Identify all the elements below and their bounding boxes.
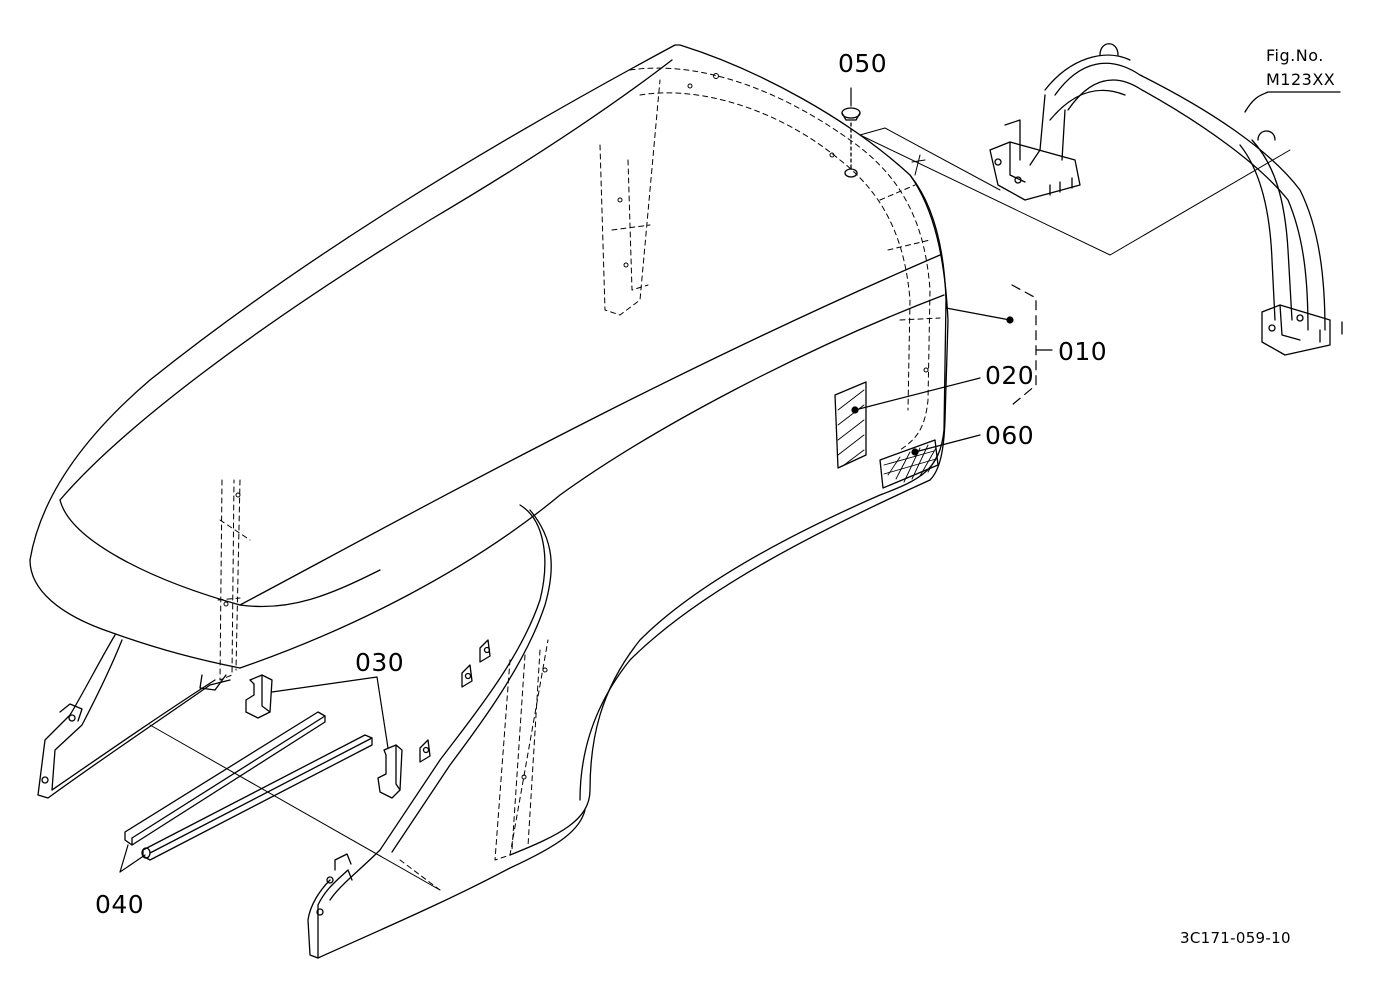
label-060-sticker: [879, 439, 939, 489]
part-040-strip-upper: [124, 711, 326, 846]
callout-020: 020: [985, 361, 1035, 390]
assembly-lines: [149, 127, 1291, 891]
part-030-bracket-rear: [377, 744, 403, 799]
fender-body: [29, 44, 949, 959]
part-040-strip-lower: [141, 734, 373, 861]
rops-frame: [989, 43, 1343, 356]
fender-outline: [29, 44, 949, 561]
fender-side-crease-lower: [239, 294, 945, 669]
part-050-plug: [841, 107, 861, 178]
front-flap: [37, 634, 231, 799]
fender-nose: [29, 559, 241, 669]
fender-lower-sweep-inner: [579, 479, 931, 801]
part-030-bracket-front: [245, 674, 273, 719]
fender-lower-sweep: [509, 494, 881, 856]
rear-skirt-inner: [317, 869, 353, 959]
callout-050: 050: [838, 49, 888, 78]
callout-030: 030: [355, 648, 405, 677]
fender-top-crease: [59, 59, 673, 501]
leader-lines: [119, 87, 1053, 873]
drawing-number: 3C171-059-10: [1180, 929, 1291, 947]
figure-ref-line2: M123XX: [1266, 70, 1336, 89]
fender-rear-edge: [879, 174, 947, 496]
wheel-arch-flange-inner: [391, 509, 552, 853]
inner-frame: [217, 67, 941, 891]
wheel-arch-flange: [329, 504, 546, 901]
callout-040: 040: [95, 890, 145, 919]
rear-skirt: [307, 809, 586, 959]
callout-010: 010: [1058, 337, 1108, 366]
frame-holes: [223, 73, 929, 780]
skirt-tab: [334, 853, 352, 871]
fender-nose-inner: [59, 499, 381, 608]
fender-side-crease-upper: [239, 254, 941, 606]
figure-ref-line1: Fig.No.: [1266, 46, 1324, 65]
callout-060: 060: [985, 421, 1035, 450]
arch-tab: [419, 739, 431, 763]
label-020-sticker: [834, 381, 867, 469]
arch-tab: [461, 664, 473, 688]
